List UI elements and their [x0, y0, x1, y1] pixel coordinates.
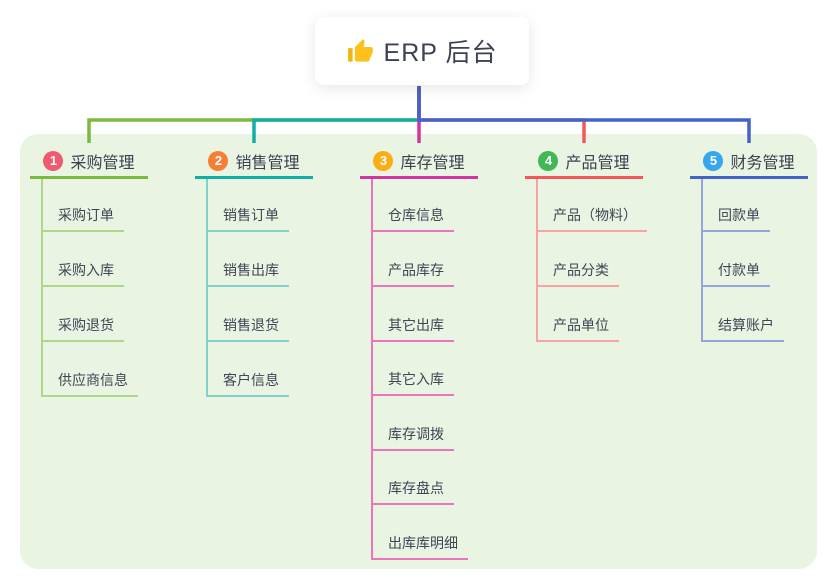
branch-trunk-line [206, 179, 208, 395]
child-node[interactable]: 销售订单 [206, 197, 289, 232]
child-node[interactable]: 结算账户 [701, 307, 784, 342]
child-node[interactable]: 库存盘点 [371, 470, 454, 505]
branch-label: 采购管理 [70, 154, 135, 172]
root-node-label: ERP 后台 [383, 39, 498, 67]
branch-index-badge: 1 [43, 150, 64, 171]
branch-node-purchase[interactable]: 1 采购管理 [30, 145, 148, 179]
child-node[interactable]: 销售出库 [206, 252, 289, 287]
branch-trunk-line [536, 179, 538, 340]
child-node[interactable]: 库存调拨 [371, 416, 454, 451]
child-node[interactable]: 销售退货 [206, 307, 289, 342]
child-node[interactable]: 采购入库 [41, 252, 124, 287]
branch-trunk-line [41, 179, 43, 395]
branch-label: 库存管理 [400, 154, 465, 172]
branch-node-sales[interactable]: 2 销售管理 [195, 145, 313, 179]
child-node[interactable]: 其它入库 [371, 361, 454, 396]
node-label: 采购订单 [58, 207, 114, 223]
branch-node-finance[interactable]: 5 财务管理 [690, 145, 808, 179]
node-label: 产品单位 [553, 317, 609, 333]
branch-label: 财务管理 [730, 154, 795, 172]
branch-label: 销售管理 [235, 154, 300, 172]
node-label: 其它出库 [388, 317, 444, 333]
child-node[interactable]: 付款单 [701, 252, 770, 287]
root-node[interactable]: ERP 后台 [315, 17, 529, 85]
child-node[interactable]: 采购退货 [41, 307, 124, 342]
node-label: 销售订单 [223, 207, 279, 223]
node-label: 销售出库 [223, 262, 279, 278]
node-label: 采购入库 [58, 262, 114, 278]
child-node[interactable]: 产品分类 [536, 252, 619, 287]
node-label: 采购退货 [58, 317, 114, 333]
branch-node-product[interactable]: 4 产品管理 [525, 145, 643, 179]
node-label: 结算账户 [718, 317, 774, 333]
node-label: 供应商信息 [58, 372, 128, 388]
branch-trunk-line [371, 179, 373, 558]
child-node[interactable]: 产品（物料） [536, 197, 647, 232]
node-label: 仓库信息 [388, 207, 444, 223]
child-node[interactable]: 客户信息 [206, 362, 289, 397]
node-label: 库存调拨 [388, 426, 444, 442]
mindmap-canvas-panel [20, 134, 817, 569]
child-node[interactable]: 仓库信息 [371, 197, 454, 232]
node-label: 回款单 [718, 207, 760, 223]
child-node[interactable]: 产品库存 [371, 252, 454, 287]
branch-index-badge: 3 [373, 150, 394, 171]
node-label: 客户信息 [223, 372, 279, 388]
branch-index-badge: 5 [703, 150, 724, 171]
node-label: 库存盘点 [388, 480, 444, 496]
branch-index-badge: 4 [538, 150, 559, 171]
node-label: 出库库明细 [388, 535, 458, 551]
node-label: 产品（物料） [553, 207, 637, 223]
child-node[interactable]: 出库库明细 [371, 525, 468, 560]
branch-trunk-line [701, 179, 703, 340]
child-node[interactable]: 回款单 [701, 197, 770, 232]
branch-node-inventory[interactable]: 3 库存管理 [360, 145, 478, 179]
node-label: 销售退货 [223, 317, 279, 333]
node-label: 付款单 [718, 262, 760, 278]
thumbs-up-icon [347, 38, 374, 65]
child-node[interactable]: 供应商信息 [41, 362, 138, 397]
child-node[interactable]: 采购订单 [41, 197, 124, 232]
branch-index-badge: 2 [208, 150, 229, 171]
node-label: 产品分类 [553, 262, 609, 278]
node-label: 其它入库 [388, 371, 444, 387]
branch-label: 产品管理 [565, 154, 630, 172]
child-node[interactable]: 其它出库 [371, 307, 454, 342]
child-node[interactable]: 产品单位 [536, 307, 619, 342]
node-label: 产品库存 [388, 262, 444, 278]
